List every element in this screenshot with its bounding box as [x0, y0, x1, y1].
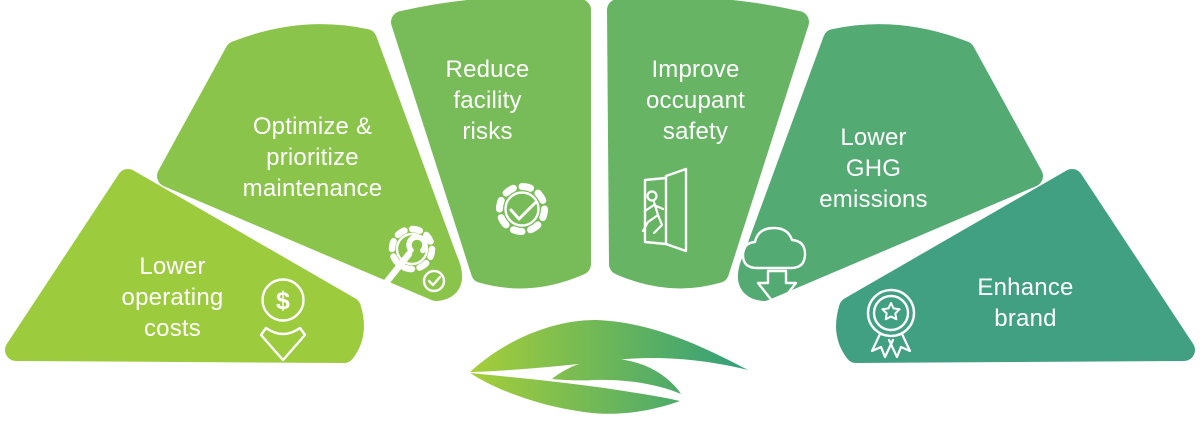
segment-label-improve-occupant-safety: Improve occupant safety: [645, 56, 745, 145]
segment-reduce-facility-risks: [391, 0, 591, 289]
award-ribbon-icon: [866, 288, 916, 359]
cloud-down-arrow-icon: [741, 226, 807, 309]
leaf-logo-inner-swoosh: [552, 358, 681, 394]
segment-enhance-brand: [836, 169, 1195, 363]
segment-lower-ghg-emissions: [737, 24, 1043, 301]
segment-optimize-maintenance: [157, 24, 463, 301]
exit-door-runner-icon: [641, 167, 688, 253]
segment-label-reduce-facility-risks: Reduce facility risks: [445, 56, 530, 145]
gear-check-icon: [496, 183, 548, 235]
leaf-logo-top-swoosh: [470, 320, 748, 372]
segment-label-enhance-brand: Enhance brand: [977, 274, 1074, 332]
money-down-icon: $: [259, 278, 307, 362]
segment-label-optimize-maintenance: Optimize & prioritize maintenance: [242, 113, 383, 202]
segment-label-lower-ghg-emissions: Lower GHG emissions: [819, 124, 928, 213]
gear-wrench-check-icon: [381, 225, 446, 293]
segment-lower-operating-costs: [5, 169, 364, 363]
dollar-glyph: $: [276, 287, 290, 315]
segment-label-lower-operating-costs: Lower operating costs: [121, 253, 224, 342]
leaf-logo: [470, 320, 748, 414]
leaf-logo-bottom-swoosh: [470, 373, 680, 414]
